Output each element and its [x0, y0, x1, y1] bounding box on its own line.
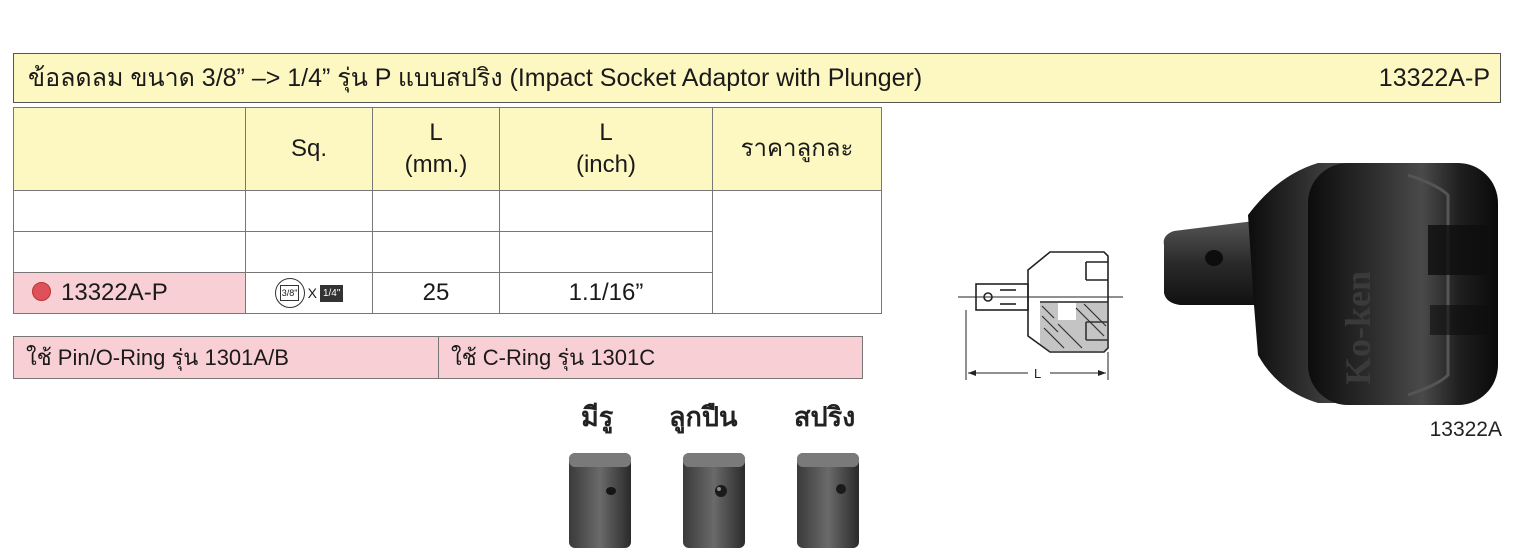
l-inch-value: 1.1/16”	[499, 272, 713, 314]
ball-type-icon	[683, 453, 745, 548]
spring-type-icon	[797, 453, 859, 548]
drive-size-badge: 3/8" X 1/4"	[274, 278, 344, 308]
header-sq: Sq.	[245, 107, 373, 191]
type-hole-label: มีรู	[581, 402, 614, 432]
product-code: 13322A-P	[1378, 63, 1490, 92]
spec-table: Sq. L (mm.) L (inch) ราคาลูกละ 13322A-P …	[13, 107, 882, 314]
red-dot-icon	[32, 282, 51, 302]
model-cell: 13322A-P	[13, 272, 246, 314]
model-label: 13322A-P	[61, 279, 168, 306]
header-l-inch-bottom: (inch)	[575, 151, 636, 178]
brand-engraving: Ko-ken	[1338, 271, 1378, 385]
header-l-mm: L (mm.)	[372, 107, 500, 191]
square-drive-icon: 3/8"	[274, 278, 305, 308]
pin-ring-info: ใช้ Pin/O-Ring รุ่น 1301A/B	[14, 337, 439, 378]
price-cell	[712, 190, 882, 314]
dimension-label: L	[1034, 366, 1041, 381]
header-empty	[13, 107, 246, 191]
c-ring-info: ใช้ C-Ring รุ่น 1301C	[451, 345, 656, 370]
product-photo: Ko-ken	[1163, 163, 1498, 405]
page-title: ข้อลดลม ขนาด 3/8” –> 1/4” รุ่น P แบบสปริ…	[28, 64, 923, 92]
hole-type-icon	[569, 453, 631, 548]
title-bar: ข้อลดลม ขนาด 3/8” –> 1/4” รุ่น P แบบสปริ…	[13, 53, 1501, 103]
sq-cell: 3/8" X 1/4"	[245, 272, 373, 314]
header-l-mm-top: L	[429, 118, 443, 146]
table-header-row: Sq. L (mm.) L (inch) ราคาลูกละ	[13, 107, 882, 191]
header-price: ราคาลูกละ	[712, 107, 882, 191]
header-l-mm-bottom: (mm.)	[404, 151, 468, 178]
l-mm-value: 25	[372, 272, 500, 314]
header-l-inch: L (inch)	[499, 107, 713, 191]
type-ball-label: ลูกปืน	[669, 402, 738, 432]
ring-info-bar: ใช้ Pin/O-Ring รุ่น 1301A/B ใช้ C-Ring ร…	[13, 336, 863, 379]
photo-caption: 13322A	[1429, 418, 1502, 441]
technical-drawing: L	[958, 251, 1123, 381]
table-row-product: 13322A-P 3/8" X 1/4" 25 1.1/16”	[13, 272, 882, 314]
type-spring-label: สปริง	[794, 402, 856, 432]
header-l-inch-top: L	[599, 118, 613, 146]
table-row	[13, 190, 882, 314]
